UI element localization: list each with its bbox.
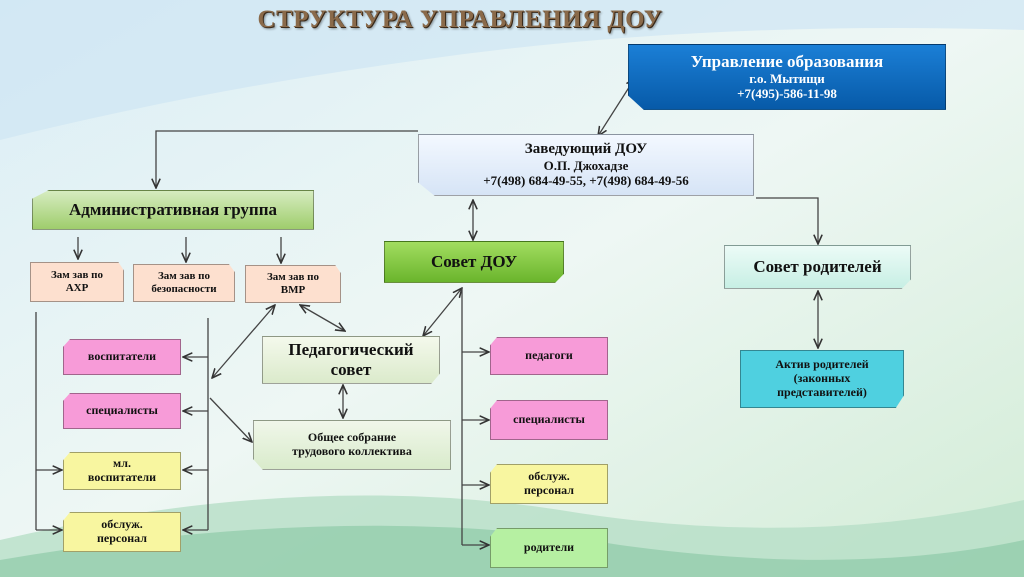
- node-upravlenie: Управление образования г.о. Мытищи +7(49…: [628, 44, 946, 110]
- admin-group-label: Административная группа: [68, 200, 278, 220]
- node-admin-group: Административная группа: [32, 190, 314, 230]
- left-obsl-line1: обслуж.: [101, 517, 143, 532]
- zam-ahr-line2: АХР: [65, 282, 89, 294]
- node-left-obsl-personal: обслуж. персонал: [63, 512, 181, 552]
- left-ml-line1: мл.: [113, 456, 131, 471]
- upravlenie-line3: +7(495)-586-11-98: [737, 85, 837, 101]
- ped-sovet-line2: совет: [330, 360, 372, 379]
- node-left-specialisty: специалисты: [63, 393, 181, 429]
- node-right-obsl-personal: обслуж. персонал: [490, 464, 608, 504]
- page-title: СТРУКТУРА УПРАВЛЕНИЯ ДОУ: [257, 6, 663, 33]
- zam-bez-line2: безопасности: [151, 283, 217, 295]
- node-zam-ahr: Зам зав по АХР: [30, 262, 124, 302]
- zam-bez-line1: Зам зав по: [158, 270, 210, 283]
- node-sovet-dou: Совет ДОУ: [384, 241, 564, 283]
- zav-line2: О.П. Джохадзе: [543, 157, 629, 173]
- aktiv-line3: представителей): [777, 384, 867, 399]
- zam-vmr-line1: Зам зав по: [267, 271, 319, 284]
- obshchee-line2: трудового коллектива: [292, 444, 412, 458]
- aktiv-line1: Актив родителей: [775, 357, 869, 372]
- upravlenie-line1: Управление образования: [690, 52, 884, 72]
- obshchee-line1: Общее собрание: [307, 430, 397, 445]
- ped-sovet-line1: Педагогический: [288, 340, 414, 360]
- aktiv-line2: (законных: [793, 371, 851, 386]
- zam-ahr-line1: Зам зав по: [51, 269, 103, 282]
- node-aktiv-roditeley: Актив родителей (законных представителей…: [740, 350, 904, 408]
- node-ped-sovet: Педагогический совет: [262, 336, 440, 384]
- node-right-specialisty: специалисты: [490, 400, 608, 440]
- upravlenie-line2: г.о. Мытищи: [749, 70, 825, 86]
- left-vospitateli-label: воспитатели: [87, 349, 157, 364]
- node-sovet-roditeley: Совет родителей: [724, 245, 911, 289]
- right-obsl-line1: обслуж.: [528, 469, 570, 484]
- node-zaveduyushchiy: Заведующий ДОУ О.П. Джохадзе +7(498) 684…: [418, 134, 754, 196]
- left-ml-line2: воспитатели: [87, 470, 157, 484]
- node-right-pedagogi: педагоги: [490, 337, 608, 375]
- node-right-roditeli: родители: [490, 528, 608, 568]
- left-obsl-line2: персонал: [97, 531, 147, 545]
- node-left-vospitateli: воспитатели: [63, 339, 181, 375]
- node-left-ml-vospitateli: мл. воспитатели: [63, 452, 181, 490]
- right-obsl-line2: персонал: [524, 483, 574, 497]
- zam-vmr-line2: ВМР: [280, 284, 306, 296]
- node-zam-bezopasnosti: Зам зав по безопасности: [133, 264, 235, 302]
- right-specialisty-label: специалисты: [513, 412, 585, 427]
- sovet-roditeley-label: Совет родителей: [753, 257, 882, 277]
- zav-line1: Заведующий ДОУ: [524, 141, 648, 158]
- zav-line3: +7(498) 684-49-55, +7(498) 684-49-56: [483, 172, 689, 188]
- node-zam-vmr: Зам зав по ВМР: [245, 265, 341, 303]
- right-pedagogi-label: педагоги: [525, 348, 573, 363]
- sovet-dou-label: Совет ДОУ: [430, 252, 518, 272]
- left-specialisty-label: специалисты: [86, 403, 158, 418]
- node-obshchee-sobranie: Общее собрание трудового коллектива: [253, 420, 451, 470]
- right-roditeli-label: родители: [523, 540, 575, 555]
